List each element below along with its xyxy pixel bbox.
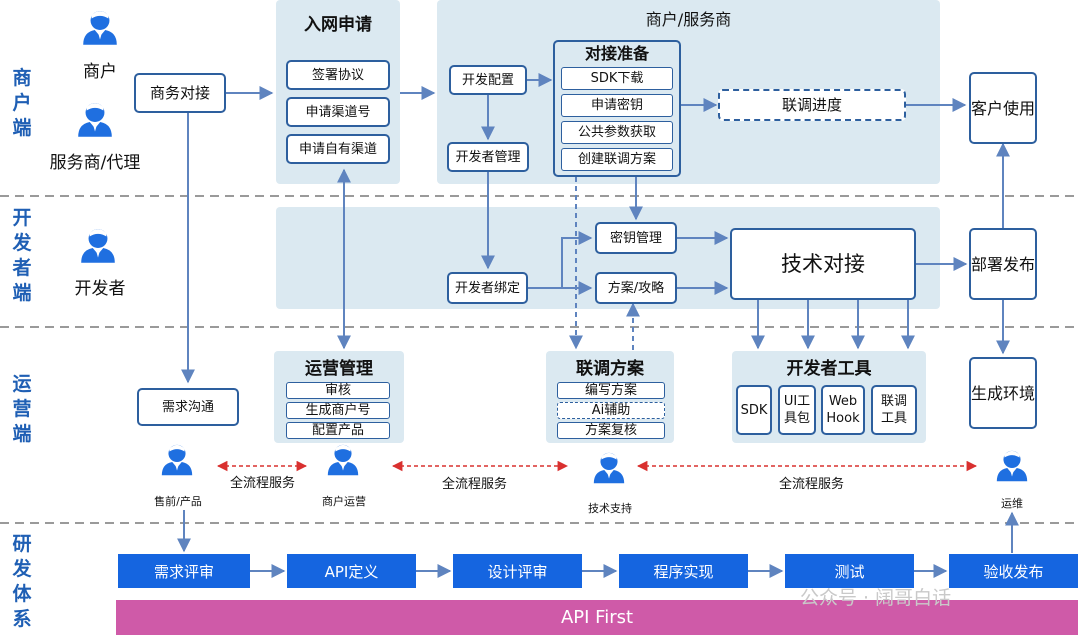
onboarding-item-channel: 申请渠道号 <box>286 97 390 127</box>
customer-use-box: 客户使用 <box>969 72 1037 144</box>
progress-box: 联调进度 <box>718 89 906 121</box>
dev-tools-title: 开发者工具 <box>786 359 872 379</box>
dev-config-box: 开发配置 <box>449 65 527 95</box>
lane-label-rnd: 研发体系 <box>12 533 32 630</box>
lane-label-merchant: 商户端 <box>12 67 32 139</box>
merchant-ops-person-icon <box>327 444 359 476</box>
provider-person-icon <box>78 103 112 137</box>
full-service-label-3: 全流程服务 <box>779 477 845 492</box>
role-tech-support: 技术支持 <box>588 502 632 515</box>
role-ops: 运维 <box>1001 497 1023 510</box>
ops-item-review: 审核 <box>286 382 390 399</box>
role-merchant: 商户 <box>83 62 117 82</box>
prep-item-sdk: SDK下载 <box>561 67 673 90</box>
joint-item-ai: Ai辅助 <box>557 402 665 419</box>
role-provider: 服务商/代理 <box>49 153 141 173</box>
provider-panel-title: 商户/服务商 <box>645 10 732 29</box>
tool-debug: 联调工具 <box>871 385 917 435</box>
tech-docking-box: 技术对接 <box>730 228 916 300</box>
onboarding-title: 入网申请 <box>304 15 372 35</box>
deploy-box: 部署发布 <box>969 228 1037 300</box>
onboarding-item-sign: 签署协议 <box>286 60 390 90</box>
role-merchant-ops: 商户运营 <box>322 495 366 508</box>
watermark: 公众号 · 阔哥白话 <box>800 587 952 609</box>
presales-person-icon <box>161 444 193 476</box>
tech-support-person-icon <box>593 452 625 484</box>
rnd-step-test: 测试 <box>785 554 914 588</box>
lane-label-developer: 开发者端 <box>12 207 32 304</box>
onboarding-item-own-channel: 申请自有渠道 <box>286 134 390 164</box>
dev-binding-box: 开发者绑定 <box>447 272 528 304</box>
joint-plan-title: 联调方案 <box>576 359 644 379</box>
joint-item-recheck: 方案复核 <box>557 422 665 439</box>
role-developer: 开发者 <box>74 279 126 299</box>
lane-label-operations: 运营端 <box>12 373 32 445</box>
biz-docking-box: 商务对接 <box>134 73 226 113</box>
tool-ui-kit: UI工具包 <box>778 385 816 435</box>
ops-item-merchant-no: 生成商户号 <box>286 402 390 419</box>
dev-manage-box: 开发者管理 <box>447 142 529 172</box>
rnd-step-release: 验收发布 <box>949 554 1078 588</box>
merchant-person-icon <box>83 11 117 45</box>
full-service-label-1: 全流程服务 <box>230 476 296 491</box>
rnd-step-implement: 程序实现 <box>619 554 748 588</box>
joint-item-write: 编写方案 <box>557 382 665 399</box>
rnd-step-api-define: API定义 <box>287 554 416 588</box>
plan-guide-box: 方案/攻略 <box>595 272 677 304</box>
role-presales: 售前/产品 <box>154 495 202 508</box>
ops-person-icon <box>996 450 1028 482</box>
tool-webhook: Web Hook <box>821 385 865 435</box>
demand-box: 需求沟通 <box>137 388 239 426</box>
prod-env-box: 生成环境 <box>969 357 1037 429</box>
rnd-step-design-review: 设计评审 <box>453 554 582 588</box>
key-manage-box: 密钥管理 <box>595 222 677 254</box>
api-first-bar: API First <box>116 600 1078 635</box>
prep-item-key: 申请密钥 <box>561 94 673 117</box>
tool-sdk: SDK <box>736 385 772 435</box>
rnd-step-demand-review: 需求评审 <box>118 554 250 588</box>
developer-person-icon <box>81 229 115 263</box>
ops-manage-title: 运营管理 <box>305 359 373 379</box>
prep-item-params: 公共参数获取 <box>561 121 673 144</box>
prep-title: 对接准备 <box>584 44 649 63</box>
full-service-label-2: 全流程服务 <box>442 477 508 492</box>
prep-item-plan: 创建联调方案 <box>561 148 673 171</box>
ops-item-product: 配置产品 <box>286 422 390 439</box>
